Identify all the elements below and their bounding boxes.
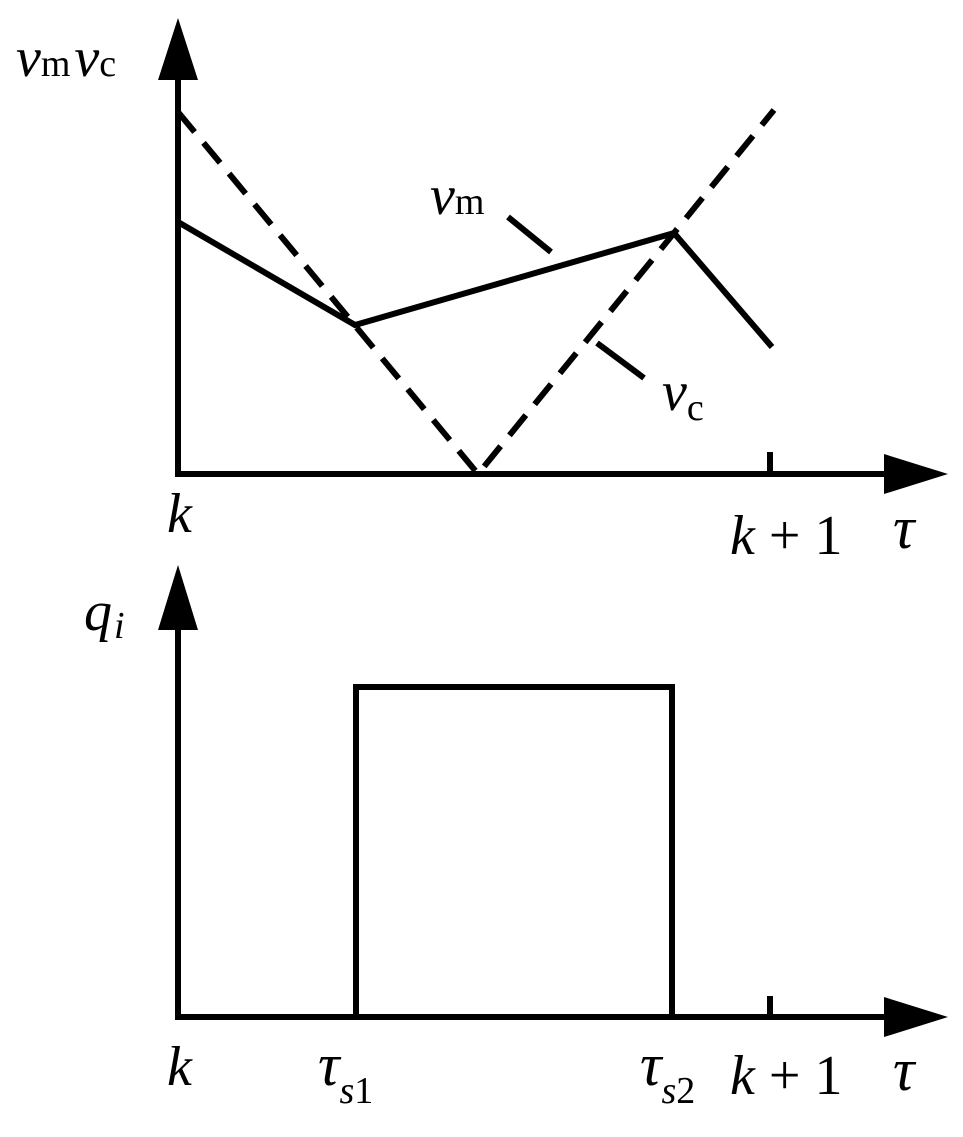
bottom-plot: qi k τs1 τs2 k + 1 τ <box>84 565 948 1112</box>
vc-label-sub: c <box>687 387 704 429</box>
tau-s1-v: τ <box>318 1032 342 1098</box>
bottom-tick-label-k-plus-1: k + 1 <box>730 1045 842 1107</box>
tau-s2-v: τ <box>640 1032 664 1098</box>
top-y-arrowhead <box>158 18 198 80</box>
tau-s2-s: s <box>661 1070 676 1112</box>
top-y-label-sub2: c <box>99 43 116 85</box>
tau-s2-label: τs2 <box>640 1032 695 1112</box>
top-plot: vmvc vm vc k k + 1 τ <box>16 18 948 567</box>
bottom-y-axis-label: qi <box>84 581 125 647</box>
top-tick-plus-one: + 1 <box>755 505 843 567</box>
bottom-x-arrowhead <box>884 997 948 1037</box>
tau-s1-n: 1 <box>354 1070 373 1112</box>
vm-modulating-line <box>176 219 775 349</box>
top-x-axis-label: τ <box>893 495 917 561</box>
top-y-label-v2: v <box>74 27 99 89</box>
top-x-arrowhead <box>884 454 948 494</box>
vc-leader-line <box>595 340 646 381</box>
tau-s1-label: τs1 <box>318 1032 373 1112</box>
vm-label-v: v <box>430 165 455 227</box>
tau-s2-n: 2 <box>676 1070 695 1112</box>
qi-label-v: q <box>84 581 112 643</box>
top-y-axis-label: vmvc <box>16 27 116 89</box>
bottom-x-axis-label: τ <box>893 1037 917 1103</box>
bottom-tick-k: k <box>730 1045 756 1107</box>
top-tick-label-k-plus-1: k + 1 <box>730 505 842 567</box>
vc-label-v: v <box>662 361 687 423</box>
top-tick-k: k <box>730 505 756 567</box>
top-y-label-v1: v <box>16 27 41 89</box>
qi-label-sub: i <box>114 605 125 647</box>
top-tick-label-k: k <box>167 483 193 545</box>
vm-leader-line <box>506 214 553 255</box>
top-y-label-sub1: m <box>41 43 71 85</box>
vm-curve-label: vm <box>430 165 484 227</box>
bottom-y-arrowhead <box>158 565 198 630</box>
bottom-tick-label-k: k <box>167 1036 193 1098</box>
bottom-tick-plus-one: + 1 <box>755 1045 843 1107</box>
vm-label-sub: m <box>455 181 485 223</box>
qi-pulse-line <box>353 684 675 1017</box>
vc-curve-label: vc <box>662 361 704 429</box>
tau-s1-s: s <box>339 1070 354 1112</box>
